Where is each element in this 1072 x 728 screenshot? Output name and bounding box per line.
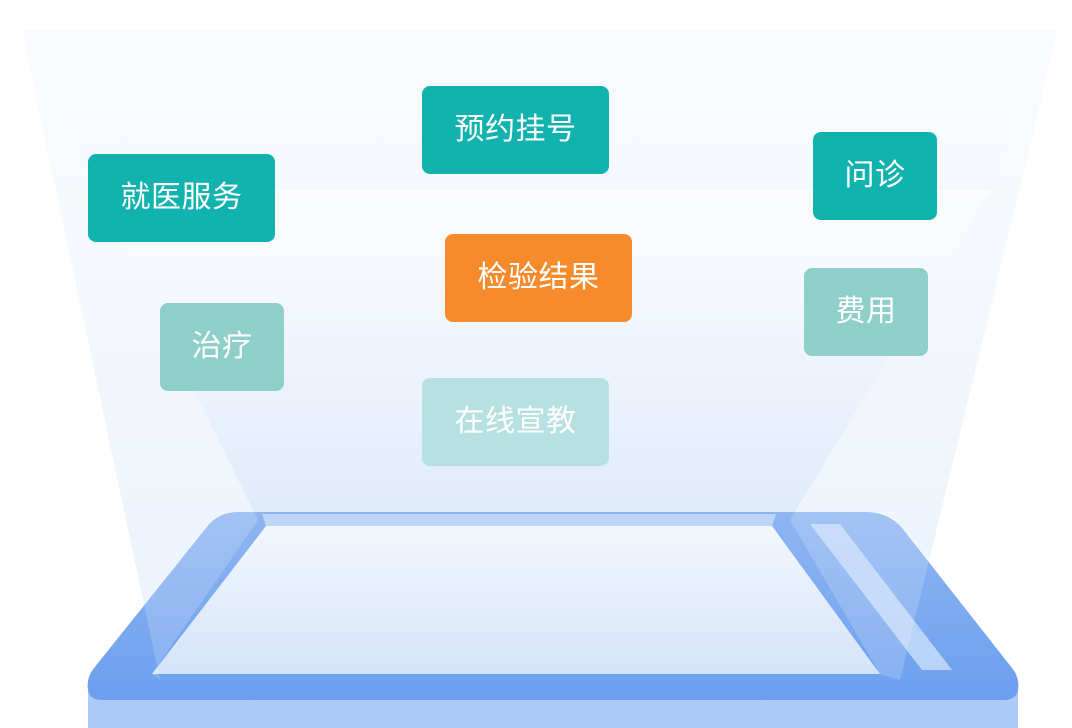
beam-left-edge bbox=[22, 30, 258, 680]
consultation-tag[interactable]: 问诊 bbox=[813, 132, 937, 220]
fees-tag[interactable]: 费用 bbox=[804, 268, 928, 356]
tablet-screen bbox=[152, 526, 880, 674]
treatment-tag[interactable]: 治疗 bbox=[160, 303, 284, 391]
medical-service-tag[interactable]: 就医服务 bbox=[88, 154, 275, 242]
light-beam-inner bbox=[95, 190, 990, 520]
tablet-reflection bbox=[810, 524, 952, 670]
appointment-tag[interactable]: 预约挂号 bbox=[422, 86, 609, 174]
tablet-top-bezel bbox=[262, 514, 776, 526]
test-results-tag[interactable]: 检验结果 bbox=[445, 234, 632, 322]
beam-right-edge bbox=[790, 30, 1058, 680]
online-education-tag[interactable]: 在线宣教 bbox=[422, 378, 609, 466]
